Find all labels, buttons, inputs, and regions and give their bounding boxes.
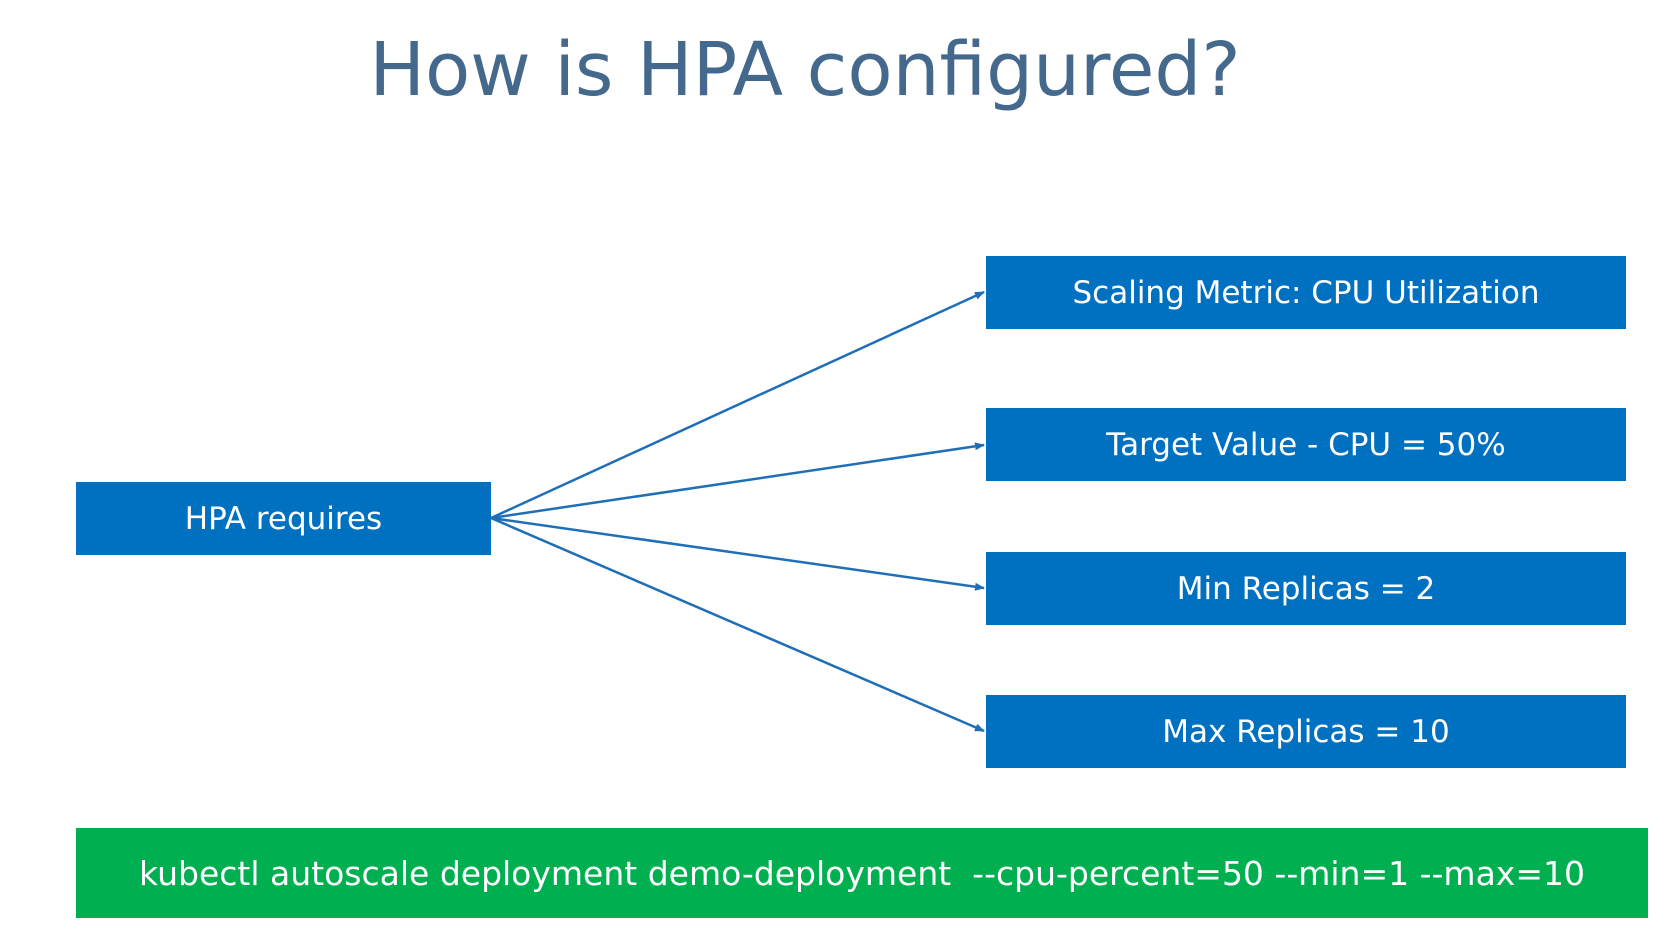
target-value-box: Target Value - CPU = 50%: [986, 408, 1626, 481]
slide-title: How is HPA configured?: [369, 27, 1241, 113]
hpa-requires-box: HPA requires: [76, 482, 491, 555]
arrow-to-target-value: [490, 442, 985, 520]
arrow-to-min-replicas: [490, 516, 985, 591]
max-replicas-box: Max Replicas = 10: [986, 695, 1626, 768]
arrow-to-max-replicas: [490, 516, 985, 733]
kubectl-command-bar: kubectl autoscale deployment demo-deploy…: [76, 828, 1648, 918]
scaling-metric-box: Scaling Metric: CPU Utilization: [986, 256, 1626, 329]
min-replicas-box: Min Replicas = 2: [986, 552, 1626, 625]
arrow-to-scaling-metric: [490, 290, 985, 520]
